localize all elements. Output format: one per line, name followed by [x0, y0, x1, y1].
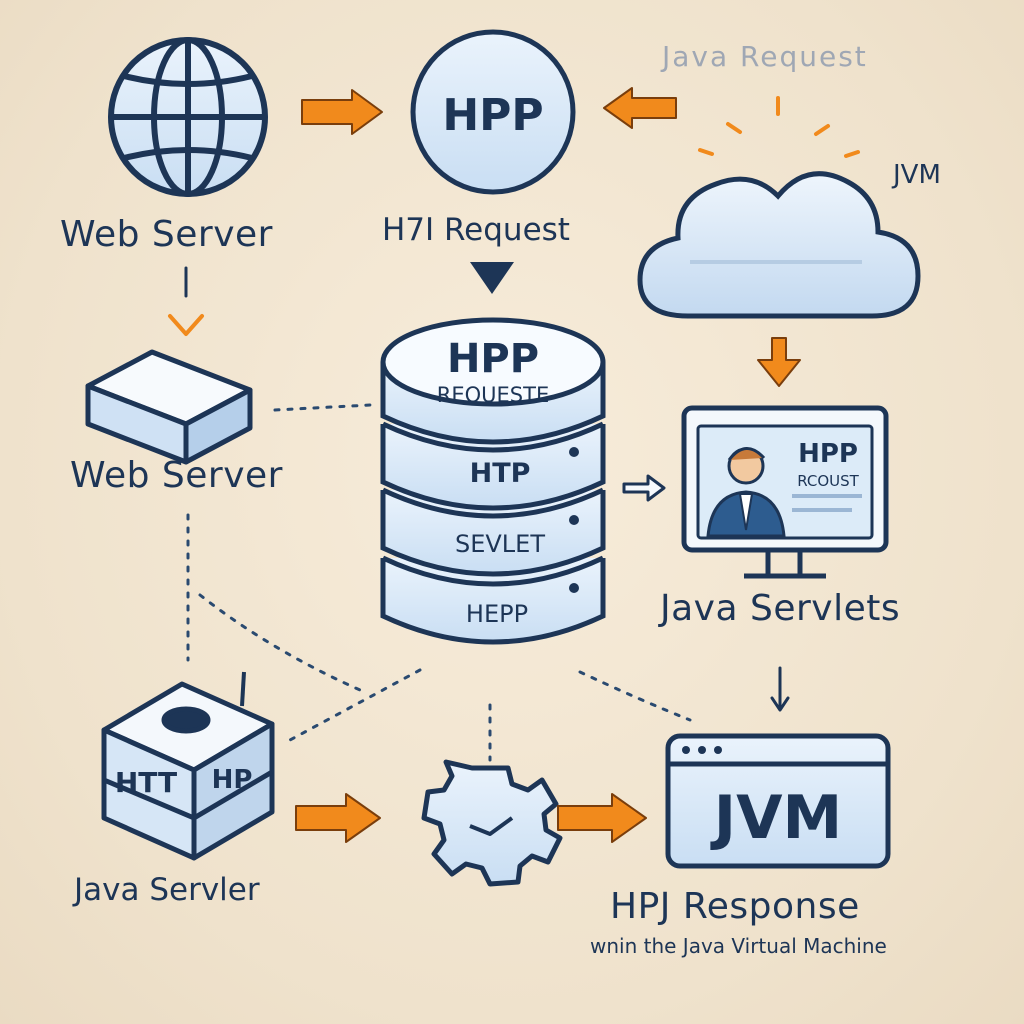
arrow-globe-to-http — [301, 89, 383, 135]
arrow-cloud-to-http — [603, 87, 677, 129]
connector-db-to-server — [288, 668, 422, 742]
java-servlets-label: Java Servlets — [660, 588, 901, 629]
response-caption-label: wnin the Java Virtual Machine — [590, 934, 887, 958]
arrow-cloud-to-monitor — [757, 337, 801, 387]
connector-lines — [186, 403, 692, 762]
triangle-down-icon — [470, 262, 514, 294]
monitor-line1: HPP — [798, 439, 858, 469]
monitor-line2: RCOUST — [797, 472, 859, 490]
java-server-label: Java Servler — [74, 872, 260, 908]
database-stack-icon — [380, 317, 606, 645]
orange-arrows — [295, 87, 801, 843]
jvm-top-label: JVM — [893, 160, 941, 190]
connector-left-diagonal — [198, 593, 362, 692]
thin-arrows — [184, 266, 790, 712]
arrow-server-to-gear — [295, 793, 381, 843]
http-response-label: HPJ Response — [610, 886, 860, 927]
cloud-icon — [637, 171, 921, 319]
http-circle-text: HPP — [442, 90, 543, 141]
arrow-monitor-down — [770, 666, 790, 712]
db-top-line1: HPP — [447, 336, 539, 382]
db-layer2-label: HTP — [470, 458, 531, 489]
connector-server-to-db — [273, 403, 372, 412]
db-layer3-label: SEVLET — [455, 530, 545, 558]
server-box-icon — [85, 349, 253, 465]
outline-arrow-right-icon — [622, 474, 666, 502]
jvm-window-text: JVM — [710, 783, 842, 853]
web-server-mid-label: Web Server — [70, 455, 283, 496]
db-layer4-label: HEPP — [466, 600, 528, 628]
http-request-label: H7I Request — [382, 212, 570, 248]
faint-top-label: Java Request — [662, 40, 868, 73]
orange-chevron-down-icon — [168, 314, 204, 336]
connector-right-diagonal — [578, 670, 692, 722]
globe-icon — [108, 37, 268, 197]
monitor-person-icon — [681, 405, 889, 579]
gear-icon — [421, 759, 563, 887]
spark-marks — [698, 96, 860, 158]
arrow-gear-to-jvm — [557, 793, 647, 843]
http-circle-icon: HPP — [410, 29, 576, 195]
browser-window-icon — [665, 733, 891, 869]
db-top-line2: REQUESTE — [437, 383, 549, 407]
web-server-top-label: Web Server — [60, 214, 273, 255]
server-cube-left-label: HTT — [115, 766, 177, 799]
server-cube-right-label: HP — [212, 765, 253, 795]
server-cube-icon — [101, 671, 275, 861]
